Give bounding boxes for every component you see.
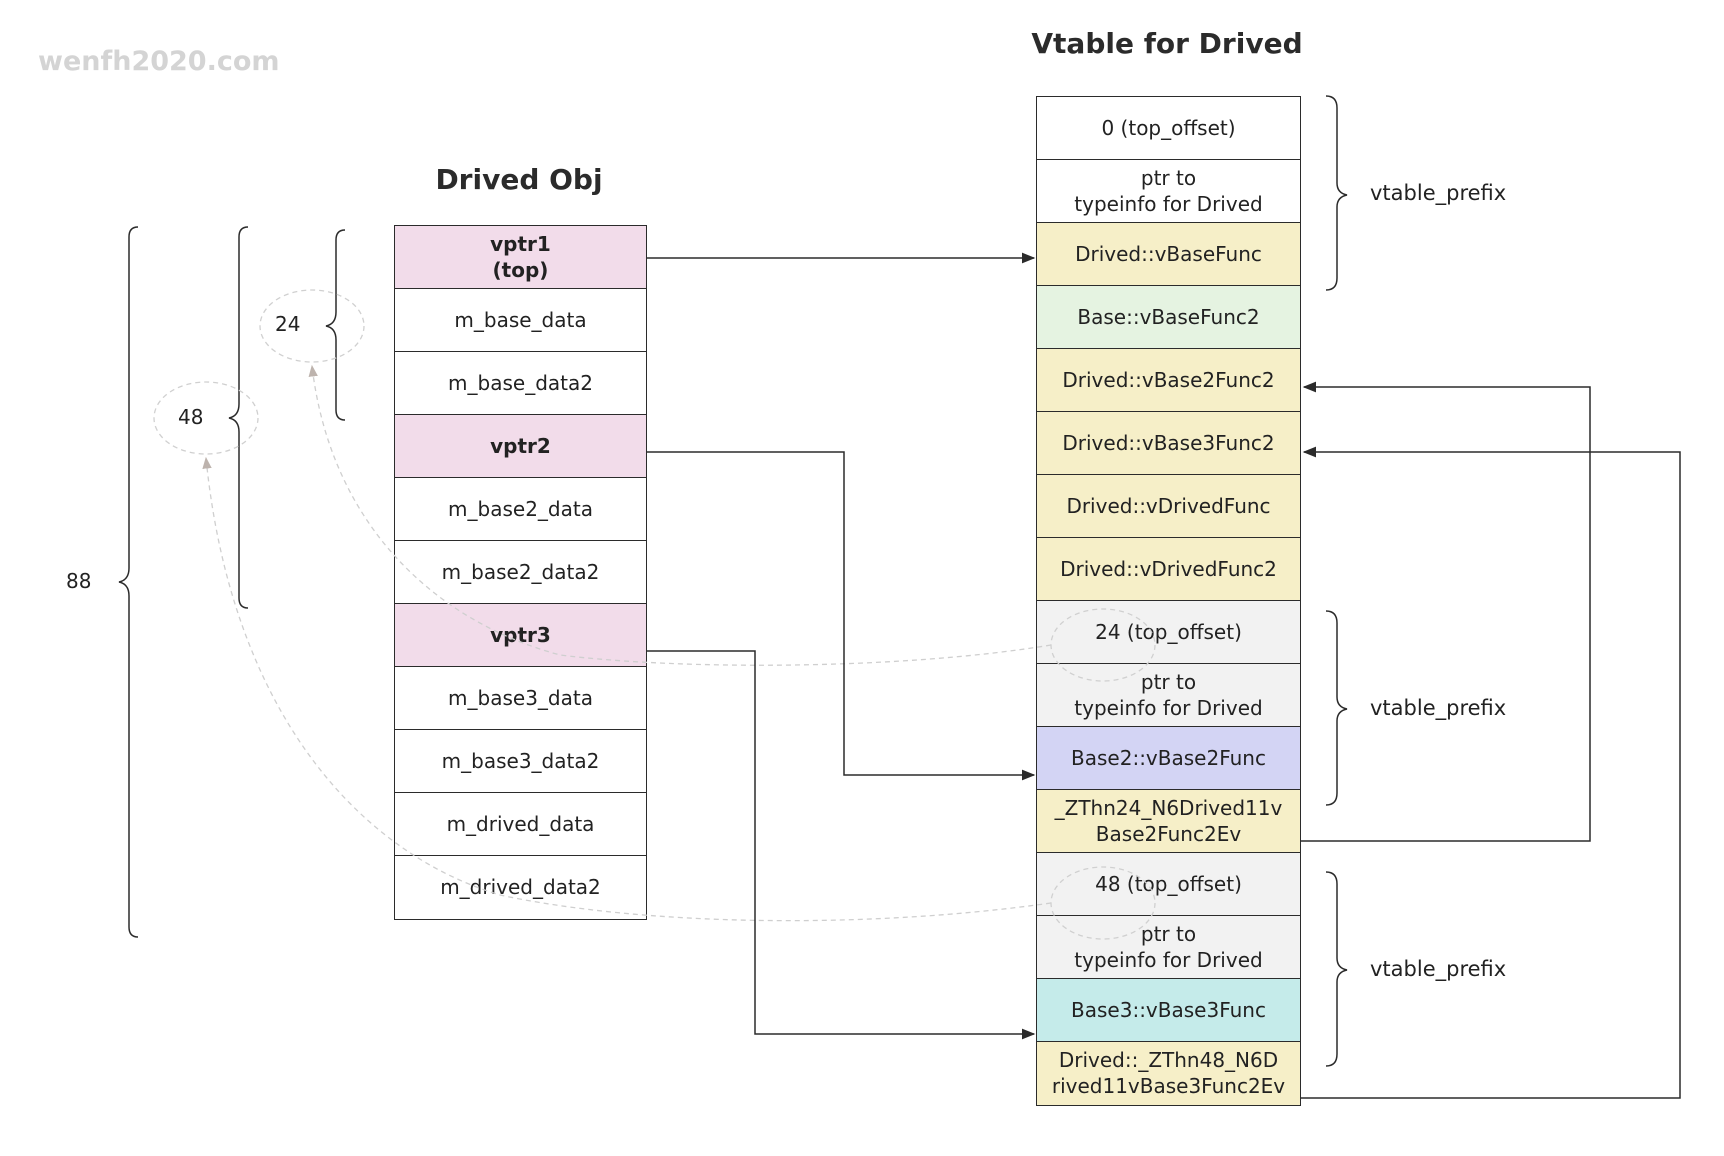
object-cell: vptr1 (top): [394, 225, 647, 290]
vtable-cell: ptr to typeinfo for Drived: [1036, 159, 1301, 224]
vtable-prefix-label: vtable_prefix: [1370, 957, 1507, 981]
vtable-cell: Drived::vDrivedFunc2: [1036, 537, 1301, 602]
vtable-cell: Drived::_ZThn48_N6D rived11vBase3Func2Ev: [1036, 1041, 1301, 1106]
vtable-cell: Drived::vBase3Func2: [1036, 411, 1301, 476]
size-label-24: 24: [275, 312, 301, 336]
object-cell: m_base3_data: [394, 666, 647, 731]
object-cell: m_base2_data: [394, 477, 647, 542]
arrow-thunk-48: [1301, 446, 1681, 1099]
ellipse-24: [259, 289, 365, 363]
vtable-title: Vtable for Drived: [1031, 27, 1303, 60]
brace-prefix-3: [1325, 871, 1348, 1067]
ellipse-48: [153, 381, 259, 455]
vtable-cell: Drived::vDrivedFunc: [1036, 474, 1301, 539]
vtable-cell: 24 (top_offset): [1036, 600, 1301, 665]
vtable-layout: 0 (top_offset)ptr to typeinfo for Drived…: [1036, 96, 1301, 1106]
ref-top-offset-48: [202, 456, 1052, 922]
object-title: Drived Obj: [435, 163, 603, 196]
brace-88: [118, 226, 139, 938]
brace-48: [228, 226, 249, 609]
vtable-prefix-label: vtable_prefix: [1370, 696, 1507, 720]
size-label-88: 88: [66, 569, 92, 593]
vtable-cell: 0 (top_offset): [1036, 96, 1301, 161]
size-label-48: 48: [178, 405, 204, 429]
arrow-thunk-24: [1301, 381, 1591, 842]
arrow-vptr2: [647, 451, 1036, 781]
vtable-cell: ptr to typeinfo for Drived: [1036, 915, 1301, 980]
vtable-cell: Base::vBaseFunc2: [1036, 285, 1301, 350]
watermark: wenfh2020.com: [38, 46, 280, 77]
object-cell: vptr3: [394, 603, 647, 668]
vtable-cell: _ZThn24_N6Drived11v Base2Func2Ev: [1036, 789, 1301, 854]
ellipse-top-offset-24: [1050, 608, 1156, 682]
arrow-vptr3: [647, 650, 1036, 1040]
vtable-cell: Base3::vBase3Func: [1036, 978, 1301, 1043]
object-cell: m_drived_data2: [394, 855, 647, 920]
ref-top-offset-24: [308, 364, 1052, 666]
brace-24: [325, 229, 346, 421]
vtable-prefix-label: vtable_prefix: [1370, 181, 1507, 205]
vtable-cell: Drived::vBase2Func2: [1036, 348, 1301, 413]
brace-prefix-1: [1325, 95, 1348, 291]
ellipse-top-offset-48: [1050, 866, 1156, 940]
object-cell: m_base_data: [394, 288, 647, 353]
brace-prefix-2: [1325, 610, 1348, 806]
object-cell: m_drived_data: [394, 792, 647, 857]
